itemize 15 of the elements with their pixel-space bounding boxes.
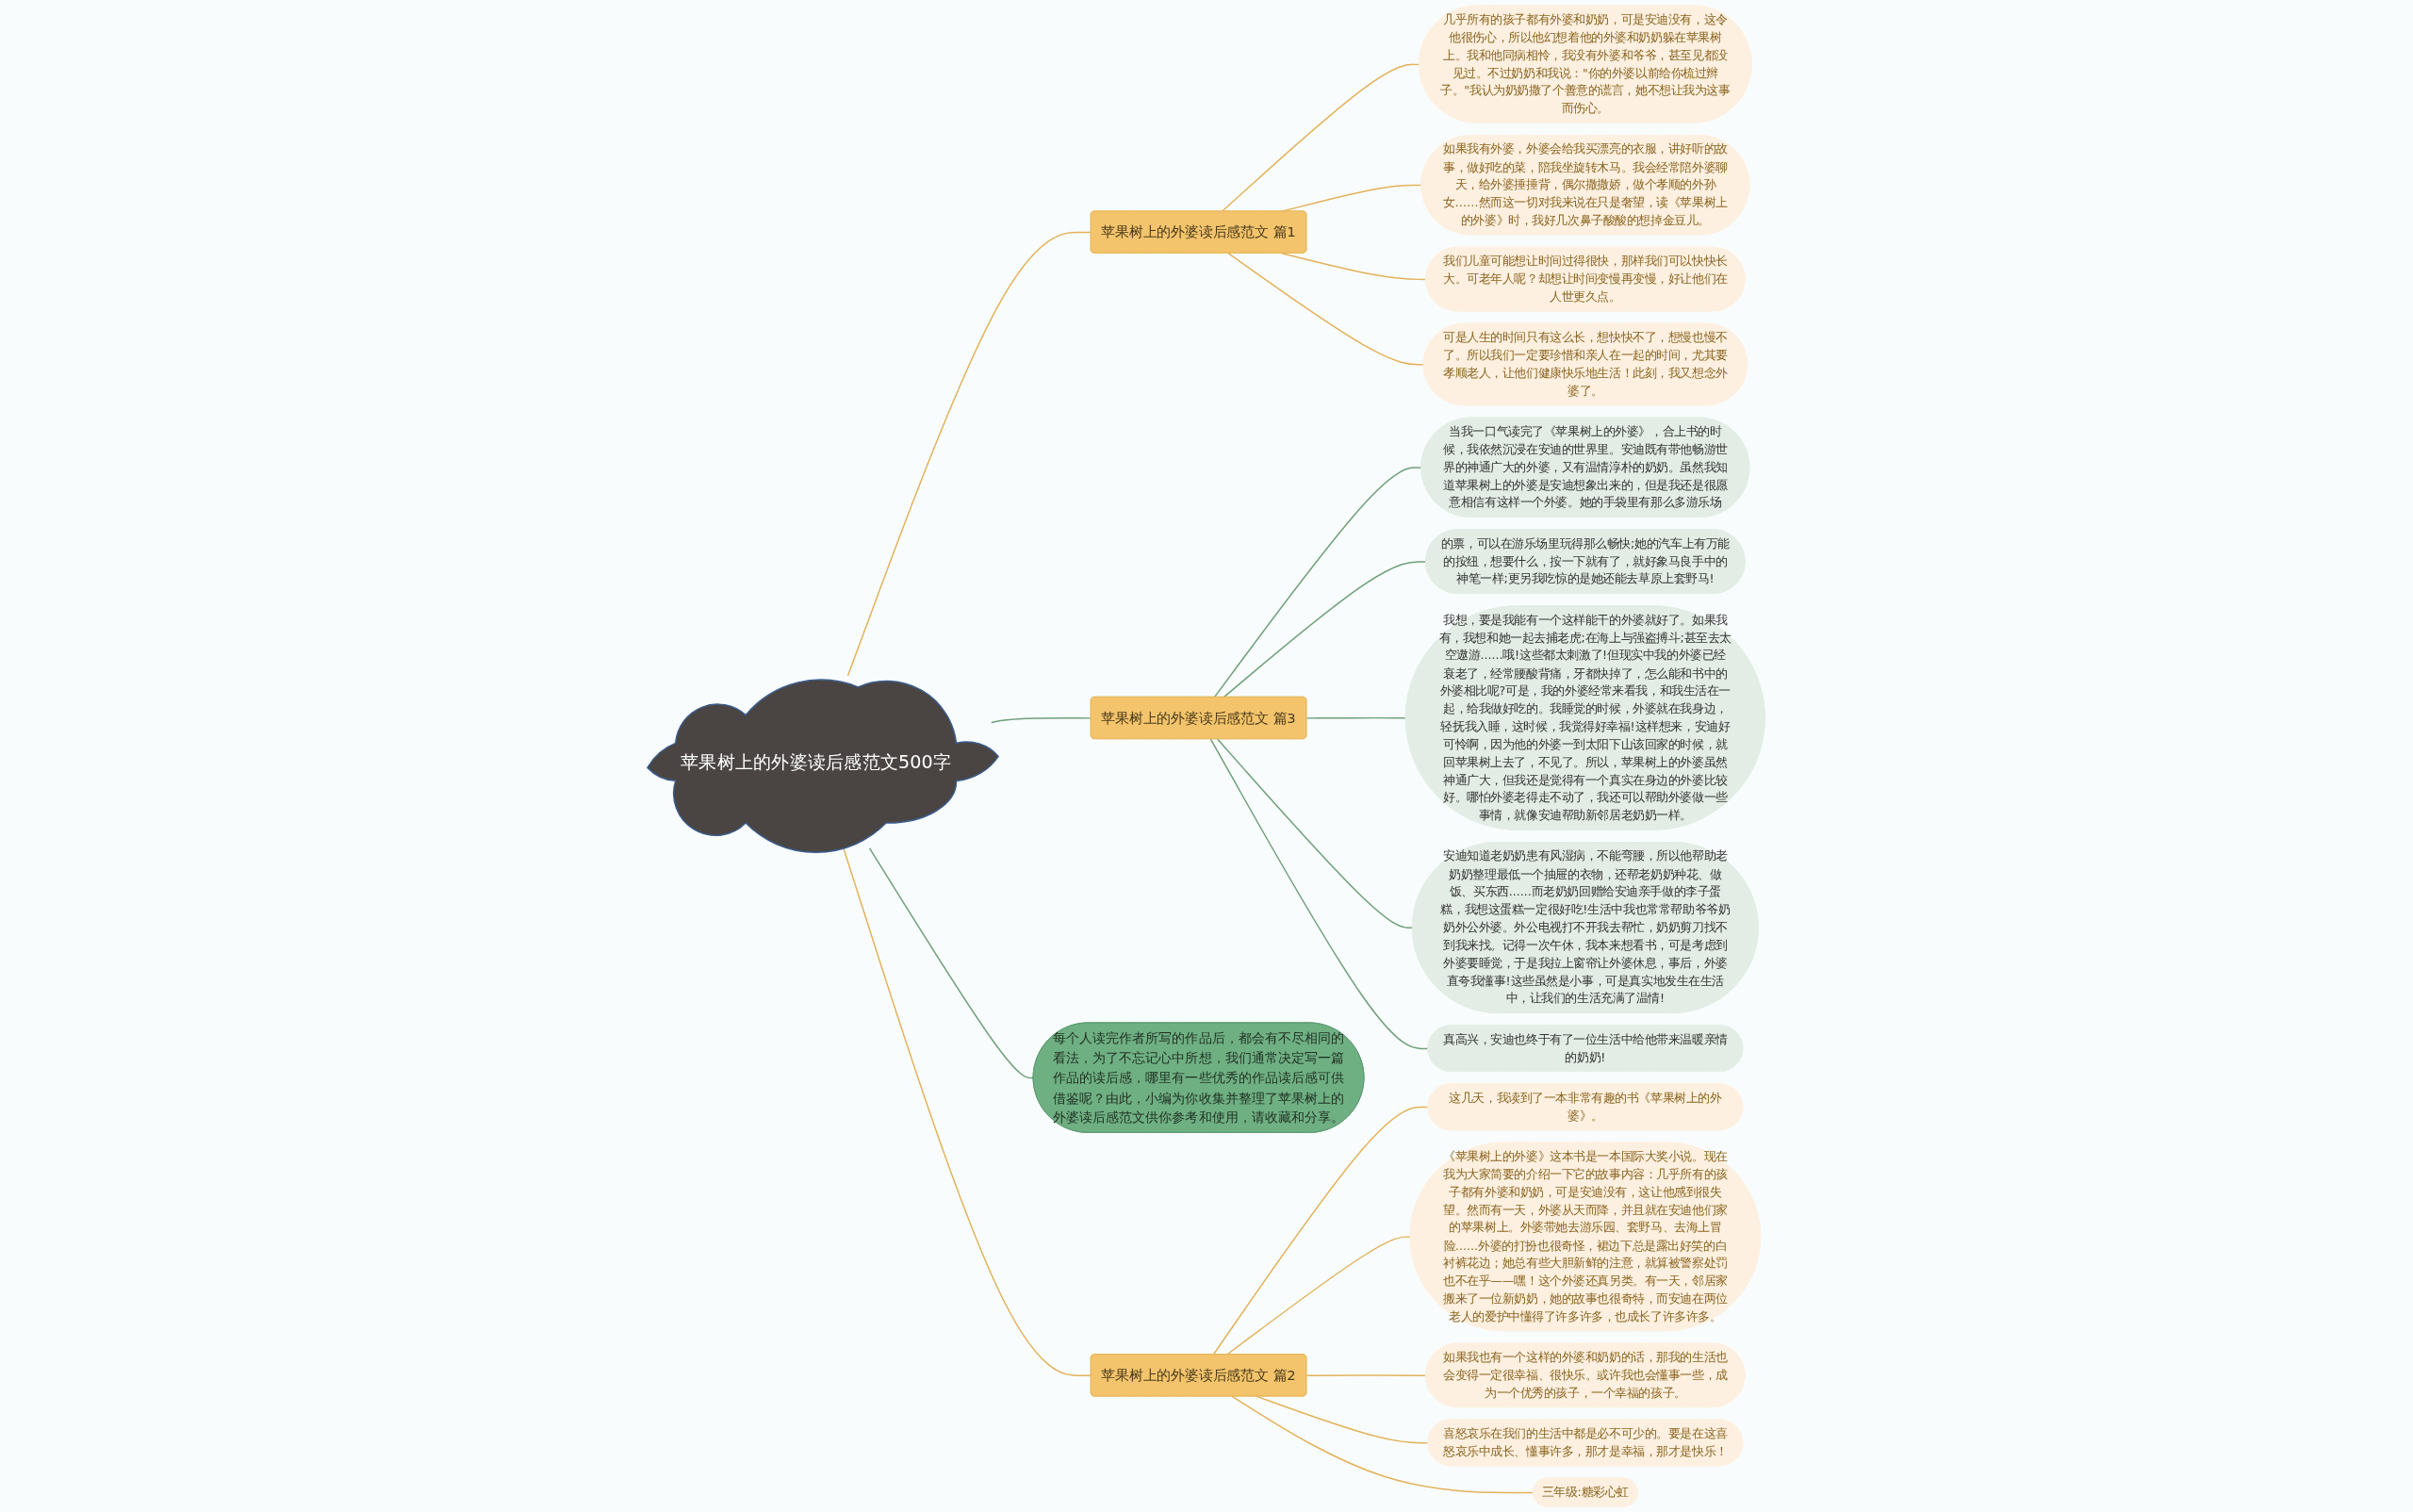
connector: [1223, 561, 1427, 698]
connector: [1217, 738, 1414, 929]
connector: [1231, 1395, 1535, 1494]
connector: [991, 717, 1092, 724]
connector: [1305, 1374, 1427, 1376]
connector: [1212, 1106, 1430, 1356]
connector: [843, 847, 1092, 1376]
connector: [869, 847, 1035, 1079]
connector: [1227, 252, 1425, 366]
connector: [1281, 252, 1427, 281]
connector: [847, 231, 1092, 677]
connector: [1226, 1236, 1412, 1356]
connector: [1305, 716, 1407, 719]
connector: [1210, 738, 1430, 1050]
connector: [1214, 467, 1423, 698]
